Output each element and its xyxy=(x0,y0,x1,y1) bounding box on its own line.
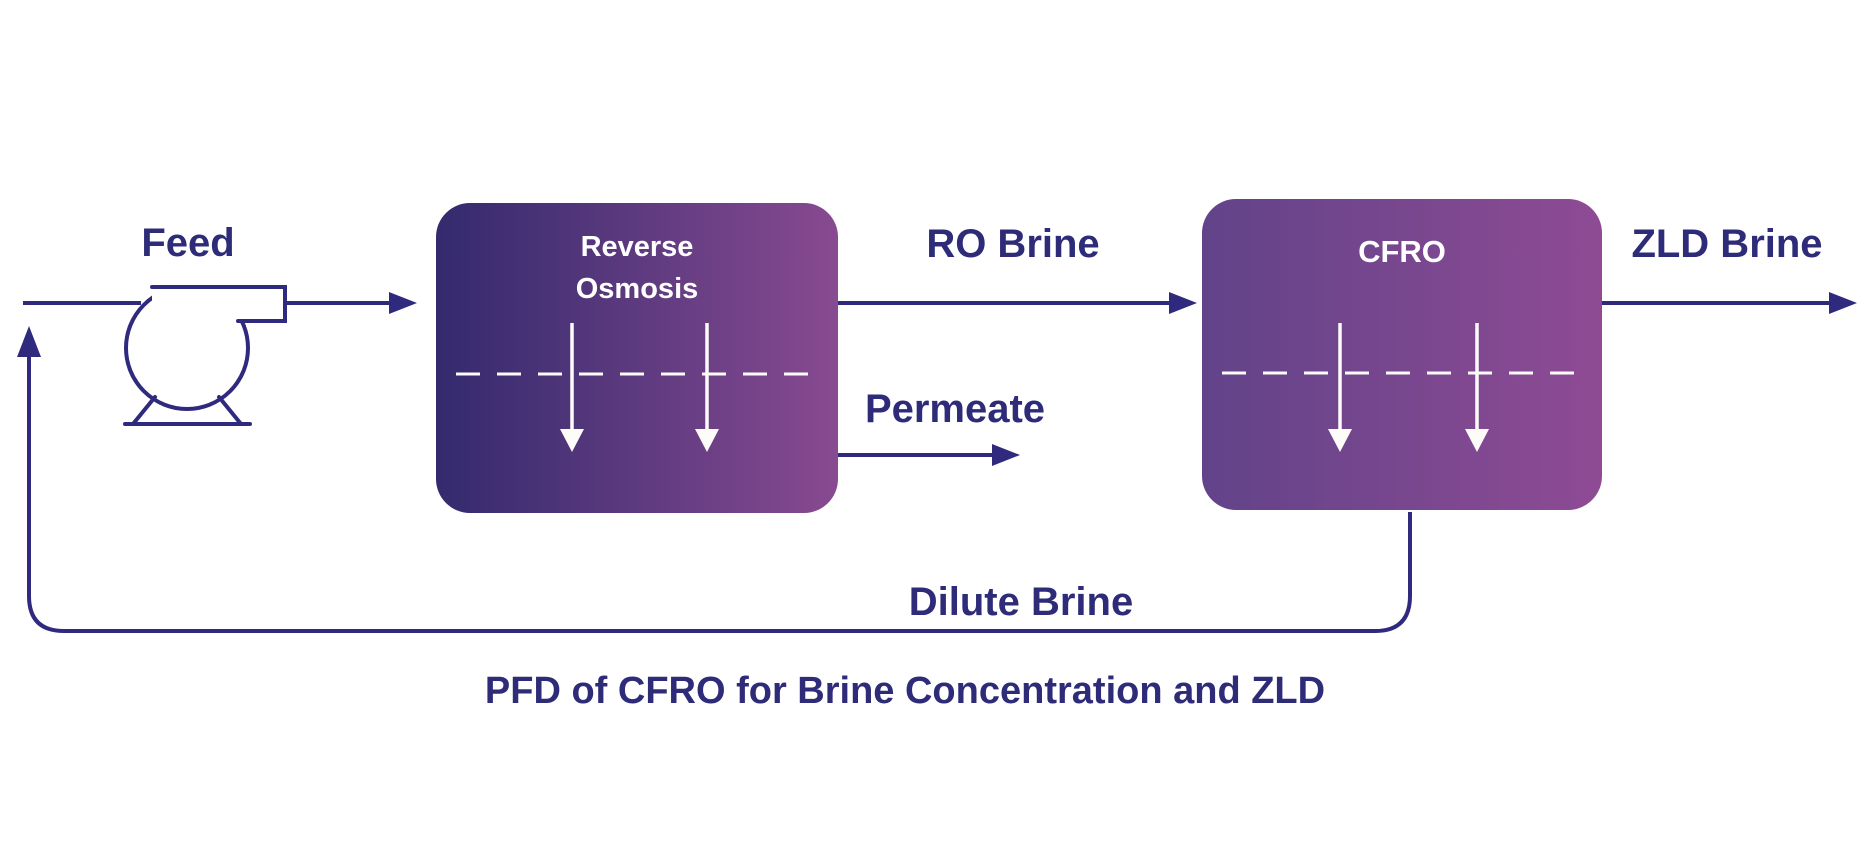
diagram-caption: PFD of CFRO for Brine Concentration and … xyxy=(485,670,1325,712)
pump-leg-left xyxy=(131,395,157,426)
down-arrow-icon xyxy=(560,323,584,452)
right-arrow-icon xyxy=(992,444,1020,466)
up-arrow-icon xyxy=(17,326,41,357)
zld-brine-stream: ZLD Brine xyxy=(1602,222,1857,314)
right-arrow-icon xyxy=(1829,292,1857,314)
feed-stream: Feed xyxy=(23,221,417,426)
permeate-label: Permeate xyxy=(865,387,1045,431)
down-arrow-icon xyxy=(1465,323,1489,452)
reverse-osmosis-unit: Reverse Osmosis xyxy=(436,203,838,513)
dilute-brine-stream: Dilute Brine xyxy=(17,326,1412,633)
permeate-stream: Permeate xyxy=(838,387,1045,466)
right-arrow-icon xyxy=(1169,292,1197,314)
down-arrow-icon xyxy=(695,323,719,452)
pump-casing-fill xyxy=(152,287,285,321)
cfro-box xyxy=(1202,199,1602,510)
dilute-brine-label: Dilute Brine xyxy=(909,580,1133,624)
dilute-brine-pipe xyxy=(27,357,1412,633)
ro-brine-stream: RO Brine xyxy=(838,222,1197,314)
zld-brine-label: ZLD Brine xyxy=(1631,222,1822,266)
ro-brine-label: RO Brine xyxy=(926,222,1099,266)
pump-icon xyxy=(123,285,287,426)
reverse-osmosis-box xyxy=(436,203,838,513)
reverse-osmosis-label-line1: Reverse xyxy=(581,231,694,263)
feed-label: Feed xyxy=(141,221,234,265)
cfro-label: CFRO xyxy=(1358,234,1446,269)
cfro-unit: CFRO xyxy=(1202,199,1602,510)
reverse-osmosis-label-line2: Osmosis xyxy=(576,273,699,305)
right-arrow-icon xyxy=(389,292,417,314)
down-arrow-icon xyxy=(1328,323,1352,452)
pump-leg-right xyxy=(217,395,243,426)
